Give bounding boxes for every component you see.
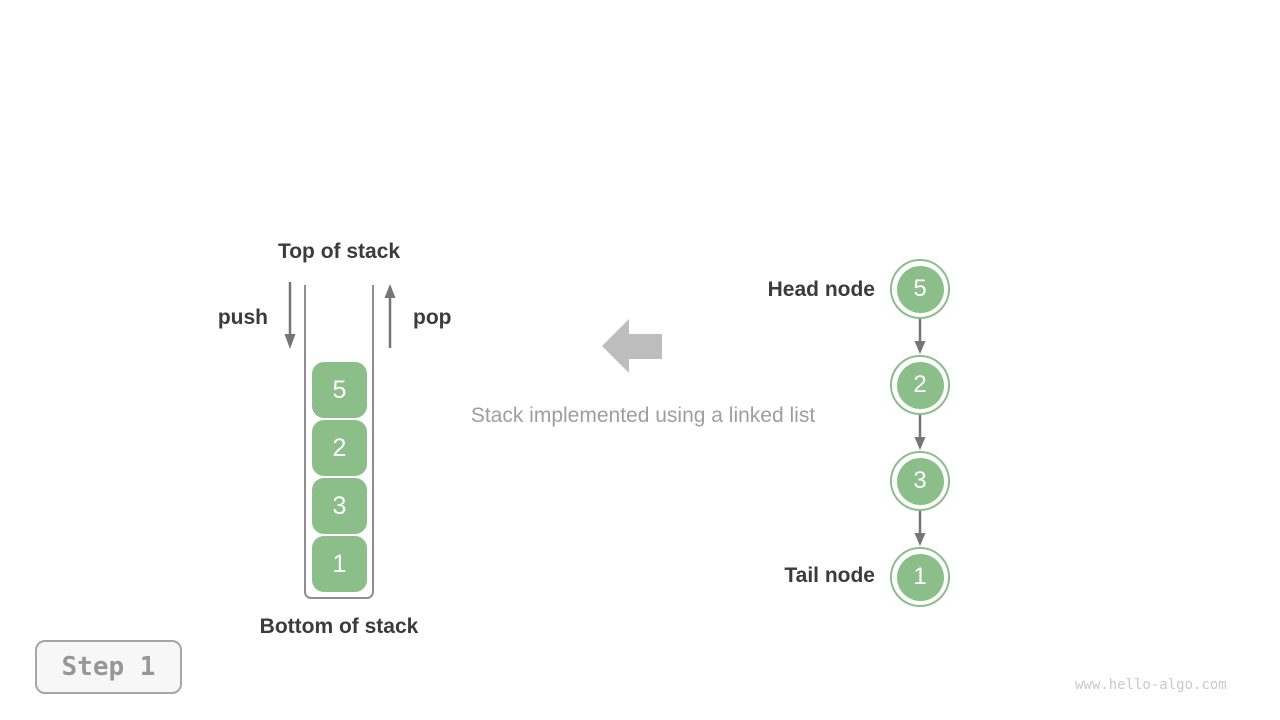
link-down-arrow-icon — [914, 319, 926, 354]
list-node-value: 1 — [896, 553, 944, 601]
stack-item: 2 — [312, 420, 367, 476]
step-badge: Step 1 — [35, 640, 182, 694]
watermark: www.hello-algo.com — [1075, 677, 1227, 693]
pop-up-arrow-icon — [384, 284, 396, 348]
list-node: 3 — [890, 451, 950, 511]
list-node: 1 — [890, 547, 950, 607]
list-node: 5 — [890, 259, 950, 319]
list-node-value: 5 — [896, 265, 944, 313]
list-node-value: 3 — [896, 457, 944, 505]
head-node-label: Head node — [767, 278, 875, 301]
big-left-arrow-icon — [602, 319, 662, 373]
pop-label: pop — [413, 306, 452, 329]
stack-item: 3 — [312, 478, 367, 534]
list-node-value: 2 — [896, 361, 944, 409]
push-label: push — [217, 306, 268, 329]
tail-node-label: Tail node — [784, 564, 875, 587]
stack-item: 5 — [312, 362, 367, 418]
list-node: 2 — [890, 355, 950, 415]
stack-top-label: Top of stack — [277, 240, 401, 263]
figure-caption: Stack implemented using a linked list — [470, 404, 816, 427]
link-down-arrow-icon — [914, 415, 926, 450]
link-down-arrow-icon — [914, 511, 926, 546]
push-down-arrow-icon — [284, 282, 296, 349]
stack-bottom-label: Bottom of stack — [259, 615, 419, 638]
stack-item: 1 — [312, 536, 367, 592]
